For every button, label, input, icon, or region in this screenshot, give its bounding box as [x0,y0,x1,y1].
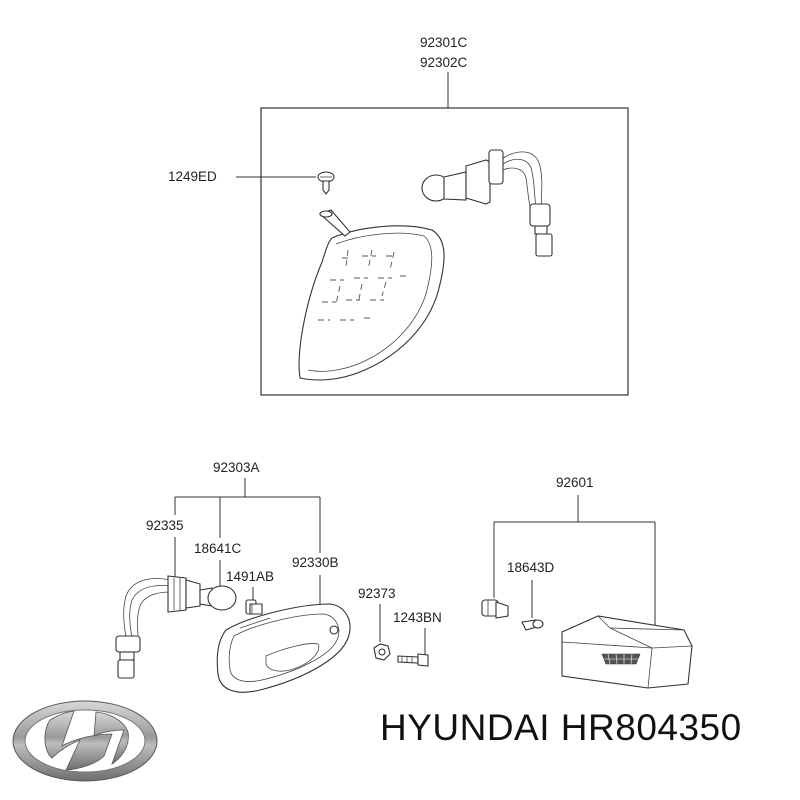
side-socket-part [167,575,201,613]
small-bulb-part [245,599,263,615]
label-18643d: 18643D [507,560,555,575]
hyundai-logo [12,700,158,782]
upper-bulb-socket [421,149,553,257]
brand-part-number: HYUNDAI HR804350 [380,707,742,748]
upper-assembly-group: 92301C 92302C 1249ED [168,35,629,396]
label-18641c: 18641C [194,541,242,556]
fastener-group: 92373 1243BN [358,586,442,667]
label-92330b: 92330B [292,555,339,570]
side-wire-harness [115,578,171,679]
upper-assembly-frame [260,107,629,396]
corner-lamp-lens [298,209,445,381]
label-92301c: 92301C [420,35,468,50]
label-92373: 92373 [358,586,396,601]
label-1243bn: 1243BN [393,610,442,625]
side-lamp-group: 92303A 92335 18641C 1491AB 92330B [115,460,351,693]
bolt-part [397,653,429,667]
rear-assembly-group: 92601 18643D [481,475,693,689]
rear-socket-part [481,599,509,619]
side-lens-part [216,603,351,693]
label-92302c: 92302C [420,55,468,70]
label-1249ed: 1249ED [168,169,217,184]
rear-lamp-body [561,615,693,689]
side-bulb-part [199,585,237,611]
reflector-pattern [601,653,641,665]
nut-part [373,643,391,661]
screw-part [317,171,335,195]
label-92303a: 92303A [213,460,260,475]
label-92601: 92601 [556,475,594,490]
label-92335: 92335 [146,518,184,533]
label-1491ab: 1491AB [226,569,274,584]
rear-bulb-part [521,619,544,631]
